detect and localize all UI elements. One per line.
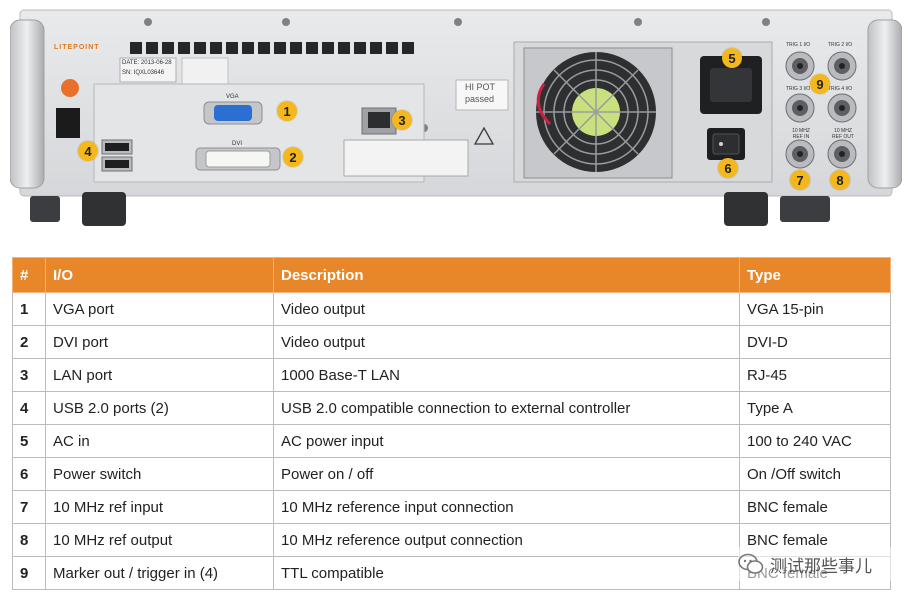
header-number: # [12, 257, 46, 293]
table-row: 8 10 MHz ref output 10 MHz reference out… [12, 523, 891, 557]
cell-type: VGA 15-pin [739, 292, 891, 326]
header-type: Type [739, 257, 891, 293]
cell-number: 7 [12, 490, 46, 524]
device-illustration [10, 9, 902, 226]
cell-description: Video output [273, 292, 740, 326]
callout-5: 5 [722, 48, 742, 68]
label-serial: SN: IQXL03646 [122, 70, 165, 76]
ref-in-label: 10 MHZ REF IN [792, 128, 810, 140]
cell-number: 1 [12, 292, 46, 326]
cell-type: RJ-45 [739, 358, 891, 392]
table-row: 4 USB 2.0 ports (2) USB 2.0 compatible c… [12, 391, 891, 425]
callout-4: 4 [78, 141, 98, 161]
cell-io: USB 2.0 ports (2) [45, 391, 274, 425]
trig1-label: TRIG 1 I/O [786, 42, 811, 48]
cell-number: 6 [12, 457, 46, 491]
vga-label: VGA [226, 94, 239, 100]
callout-3: 3 [392, 110, 412, 130]
table-row: 3 LAN port 1000 Base-T LAN RJ-45 [12, 358, 891, 392]
trig4-label: TRIG 4 I/O [828, 86, 853, 92]
cell-type: DVI-D [739, 325, 891, 359]
hipot-line1: HI POT [465, 82, 496, 92]
label-date: DATE: 2013-06-28 [122, 60, 172, 66]
cell-number: 2 [12, 325, 46, 359]
cell-type: 100 to 240 VAC [739, 424, 891, 458]
cell-description: 10 MHz reference input connection [273, 490, 740, 524]
cell-description: AC power input [273, 424, 740, 458]
io-table: # I/O Description Type 1 VGA port Video … [12, 257, 891, 590]
ref-out-label: 10 MHZ REF OUT [832, 128, 854, 140]
cell-number: 9 [12, 556, 46, 590]
header-io: I/O [45, 257, 274, 293]
cell-number: 3 [12, 358, 46, 392]
trig3-label: TRIG 3 I/O [786, 86, 811, 92]
callout-2: 2 [283, 147, 303, 167]
cell-number: 4 [12, 391, 46, 425]
watermark-text: 测试那些事儿 [770, 556, 872, 577]
cell-description: Video output [273, 325, 740, 359]
cell-io: LAN port [45, 358, 274, 392]
cell-io: Power switch [45, 457, 274, 491]
hipot-line2: passed [465, 94, 495, 104]
table-row: 1 VGA port Video output VGA 15-pin [12, 292, 891, 326]
cell-type: On /Off switch [739, 457, 891, 491]
wechat-icon [738, 553, 764, 574]
callout-6: 6 [718, 158, 738, 178]
table-row: 2 DVI port Video output DVI-D [12, 325, 891, 359]
cell-io: 10 MHz ref input [45, 490, 274, 524]
cell-number: 5 [12, 424, 46, 458]
cell-description: USB 2.0 compatible connection to externa… [273, 391, 740, 425]
trig2-label: TRIG 2 I/O [828, 42, 853, 48]
table-row: 5 AC in AC power input 100 to 240 VAC [12, 424, 891, 458]
cell-io: Marker out / trigger in (4) [45, 556, 274, 590]
header-description: Description [273, 257, 740, 293]
cell-description: 1000 Base-T LAN [273, 358, 740, 392]
table-row: 7 10 MHz ref input 10 MHz reference inpu… [12, 490, 891, 524]
table-row: 6 Power switch Power on / off On /Off sw… [12, 457, 891, 491]
cell-number: 8 [12, 523, 46, 557]
brand-logo: LITEPOINT [54, 44, 100, 51]
watermark: 测试那些事儿 [738, 547, 900, 581]
cell-description: TTL compatible [273, 556, 740, 590]
callout-8: 8 [830, 170, 850, 190]
cell-io: AC in [45, 424, 274, 458]
dvi-label: DVI [232, 141, 243, 147]
cell-description: 10 MHz reference output connection [273, 523, 740, 557]
callout-9: 9 [810, 74, 830, 94]
cell-type: Type A [739, 391, 891, 425]
cell-description: Power on / off [273, 457, 740, 491]
cell-io: VGA port [45, 292, 274, 326]
cell-type: BNC female [739, 490, 891, 524]
cell-io: DVI port [45, 325, 274, 359]
callout-1: 1 [277, 101, 297, 121]
callout-7: 7 [790, 170, 810, 190]
table-header-row: # I/O Description Type [12, 257, 891, 293]
device-rear-panel: LITEPOINT DATE: 2013-06-28 SN: IQXL03646… [10, 4, 902, 230]
cell-io: 10 MHz ref output [45, 523, 274, 557]
